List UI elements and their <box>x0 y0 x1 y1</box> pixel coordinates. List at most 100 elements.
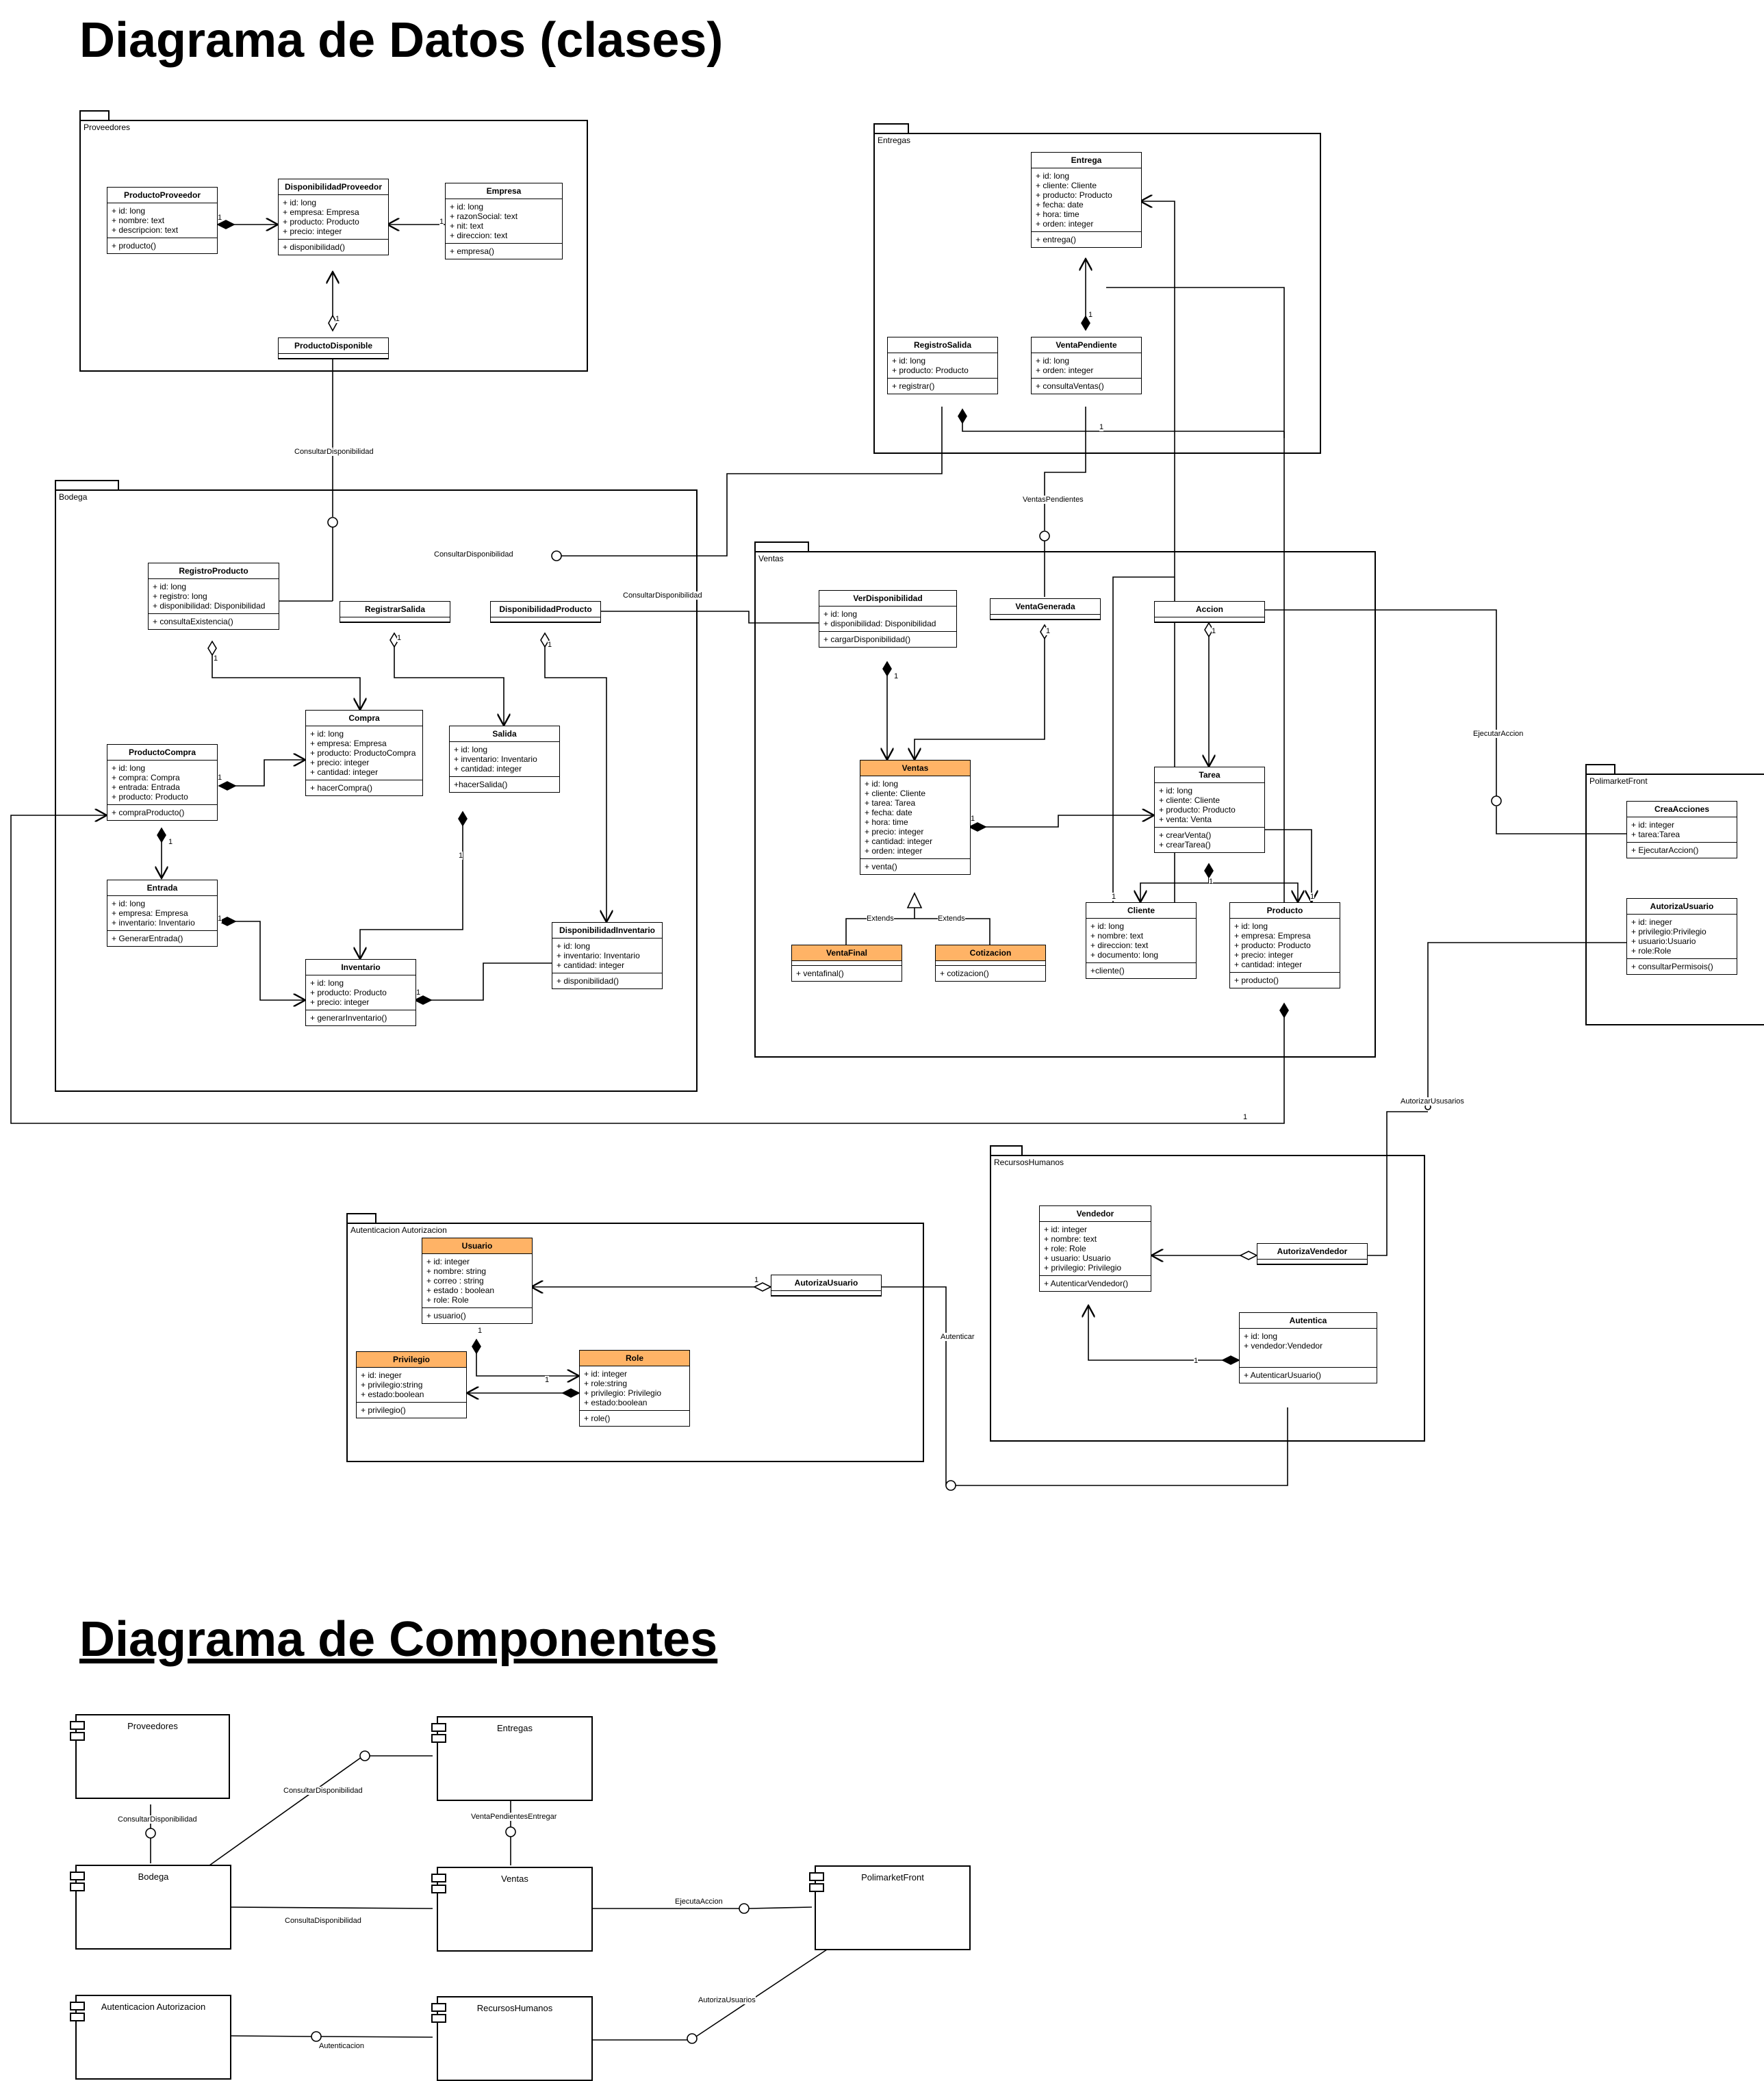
label-autenticar: Autenticar <box>941 1333 975 1341</box>
component-port-icon <box>809 1883 824 1892</box>
connector <box>552 407 943 557</box>
class-attributes: + id: long + inventario: Inventario + ca… <box>552 939 662 973</box>
component-polimarketfront[interactable]: PolimarketFront <box>809 1865 971 1950</box>
composition-diamond <box>968 822 987 832</box>
class-cotizacion[interactable]: Cotizacion+ cotizacion() <box>935 945 1046 982</box>
class-productoproveedor[interactable]: ProductoProveedor+ id: long + nombre: te… <box>107 187 218 254</box>
component-name: RecursosHumanos <box>476 2003 553 2013</box>
component-name: PolimarketFront <box>861 1872 924 1882</box>
class-autorizavendedor[interactable]: AutorizaVendedor <box>1257 1243 1368 1265</box>
connector <box>1427 942 1626 1102</box>
package-tab <box>873 123 909 133</box>
component-bodega[interactable]: Bodega <box>70 1865 231 1950</box>
class-registroproducto[interactable]: RegistroProducto+ id: long + registro: l… <box>148 563 279 630</box>
connector <box>695 1949 828 2037</box>
class-autorizausuario-front[interactable]: AutorizaUsuario+ id: ineger + privilegio… <box>1626 898 1737 975</box>
class-operations: +cliente() <box>1090 966 1125 975</box>
class-divider <box>936 961 1045 966</box>
class-attributes: + id: long + cliente: Cliente + producto… <box>1032 168 1141 232</box>
class-name: ProductoProveedor <box>107 188 217 203</box>
class-attributes: + id: integer + nombre: text + role: Rol… <box>1040 1222 1151 1276</box>
component-port-icon <box>70 2002 85 2010</box>
package-entregas: Entregas <box>873 133 1321 454</box>
class-operations: + cotizacion() <box>940 969 989 978</box>
label-ejecuta-accion: EjecutaAccion <box>675 1898 723 1906</box>
class-productocompra[interactable]: ProductoCompra+ id: long + compra: Compr… <box>107 744 218 821</box>
class-salida[interactable]: Salida+ id: long + inventario: Inventari… <box>449 726 560 793</box>
multiplicity: 1 <box>439 218 444 226</box>
class-producto[interactable]: Producto+ id: long + empresa: Empresa + … <box>1229 902 1340 988</box>
class-disponibilidadproducto[interactable]: DisponibilidadProducto <box>490 601 601 623</box>
connector <box>219 760 305 787</box>
aggregation-diamond <box>540 632 550 648</box>
class-privilegio[interactable]: Privilegio+ id: ineger + privilegio:stri… <box>356 1351 467 1418</box>
class-inventario[interactable]: Inventario+ id: long + producto: Product… <box>305 959 416 1026</box>
component-autenticacion[interactable]: Autenticacion Autorizacion <box>70 1995 231 2080</box>
class-empresa[interactable]: Empresa+ id: long + razonSocial: text + … <box>445 183 563 259</box>
class-usuario[interactable]: Usuario+ id: integer + nombre: string + … <box>422 1238 533 1324</box>
class-registrosalida[interactable]: RegistroSalida+ id: long + producto: Pro… <box>887 337 998 394</box>
class-divider <box>990 615 1100 620</box>
class-ventas[interactable]: Ventas+ id: long + cliente: Cliente + ta… <box>860 760 971 875</box>
class-attributes: + id: long + empresa: Empresa + inventar… <box>107 896 217 931</box>
connector <box>600 611 819 624</box>
component-recursoshumanos[interactable]: RecursosHumanos <box>431 1996 593 2081</box>
multiplicity: 1 <box>1046 627 1051 635</box>
class-name: Compra <box>306 711 422 726</box>
class-operations: + consultaVentas() <box>1036 381 1104 391</box>
component-proveedores[interactable]: Proveedores <box>70 1714 230 1799</box>
class-ventafinal[interactable]: VentaFinal+ ventafinal() <box>791 945 902 982</box>
class-divider <box>792 961 902 966</box>
class-attributes: + id: long + razonSocial: text + nit: te… <box>446 199 562 244</box>
connector <box>748 1906 813 1909</box>
interface-ball <box>1491 795 1502 806</box>
class-entrada[interactable]: Entrada+ id: long + empresa: Empresa + i… <box>107 880 218 947</box>
package-tab <box>754 541 809 551</box>
aggregation-diamond <box>753 1282 772 1292</box>
label-extends: Extends <box>938 915 965 923</box>
class-attributes: + id: ineger + privilegio:Privilegio + u… <box>1627 915 1737 959</box>
multiplicity: 1 <box>218 774 222 782</box>
package-label: Entregas <box>878 136 911 145</box>
class-registrarsalida[interactable]: RegistrarSalida <box>340 601 450 623</box>
component-entregas[interactable]: Entregas <box>431 1716 593 1801</box>
class-operations: + generarInventario() <box>310 1013 387 1023</box>
label-consulta-disponibilidad: ConsultaDisponibilidad <box>285 1917 361 1925</box>
component-port-icon <box>431 2014 446 2023</box>
class-name: AutorizaUsuario <box>771 1275 881 1291</box>
connector <box>1088 1305 1239 1361</box>
multiplicity: 1 <box>416 988 421 997</box>
class-name: DisponibilidadProducto <box>491 602 600 617</box>
class-productodisponible[interactable]: ProductoDisponible <box>278 337 389 359</box>
class-diagram-title: Diagrama de Datos (clases) <box>79 13 724 68</box>
class-operations: + empresa() <box>450 246 495 256</box>
class-attributes: + id: long + disponibilidad: Disponibili… <box>819 607 956 632</box>
connector <box>1140 201 1175 902</box>
class-cliente[interactable]: Cliente+ id: long + nombre: text + direc… <box>1086 902 1197 979</box>
class-attributes: + id: integer + tarea:Tarea <box>1627 817 1737 843</box>
class-entrega[interactable]: Entrega+ id: long + cliente: Cliente + p… <box>1031 152 1142 248</box>
class-role[interactable]: Role+ id: integer + role:string + privil… <box>579 1350 690 1427</box>
composition-diamond <box>413 995 433 1005</box>
connector <box>1496 806 1626 834</box>
component-ventas[interactable]: Ventas <box>431 1867 593 1952</box>
class-creaacciones[interactable]: CreaAcciones+ id: integer + tarea:Tarea+… <box>1626 801 1737 858</box>
class-autorizausuario[interactable]: AutorizaUsuario <box>771 1275 882 1297</box>
class-divider <box>1155 617 1264 622</box>
composition-diamond <box>1279 1002 1289 1019</box>
aggregation-diamond <box>328 314 337 332</box>
multiplicity: 1 <box>1099 423 1104 431</box>
class-vendedor[interactable]: Vendedor+ id: integer + nombre: text + r… <box>1039 1205 1151 1292</box>
class-name: Empresa <box>446 183 562 199</box>
class-tarea[interactable]: Tarea+ id: long + cliente: Cliente + pro… <box>1154 767 1265 853</box>
class-ventagenerada[interactable]: VentaGenerada <box>990 598 1101 620</box>
connector <box>880 1286 947 1485</box>
class-disponibilidadinventario[interactable]: DisponibilidadInventario+ id: long + inv… <box>552 922 663 989</box>
class-compra[interactable]: Compra+ id: long + empresa: Empresa + pr… <box>305 710 423 796</box>
class-ventapendiente[interactable]: VentaPendiente+ id: long + orden: intege… <box>1031 337 1142 394</box>
class-verdisponibilidad[interactable]: VerDisponibilidad+ id: long + disponibil… <box>819 590 957 648</box>
connector <box>1112 576 1175 902</box>
class-autentica[interactable]: Autentica+ id: long + vendedor:Vendedor+… <box>1239 1312 1377 1383</box>
class-disponibilidadproveedor[interactable]: DisponibilidadProveedor+ id: long + empr… <box>278 179 389 255</box>
class-accion[interactable]: Accion <box>1154 601 1265 623</box>
